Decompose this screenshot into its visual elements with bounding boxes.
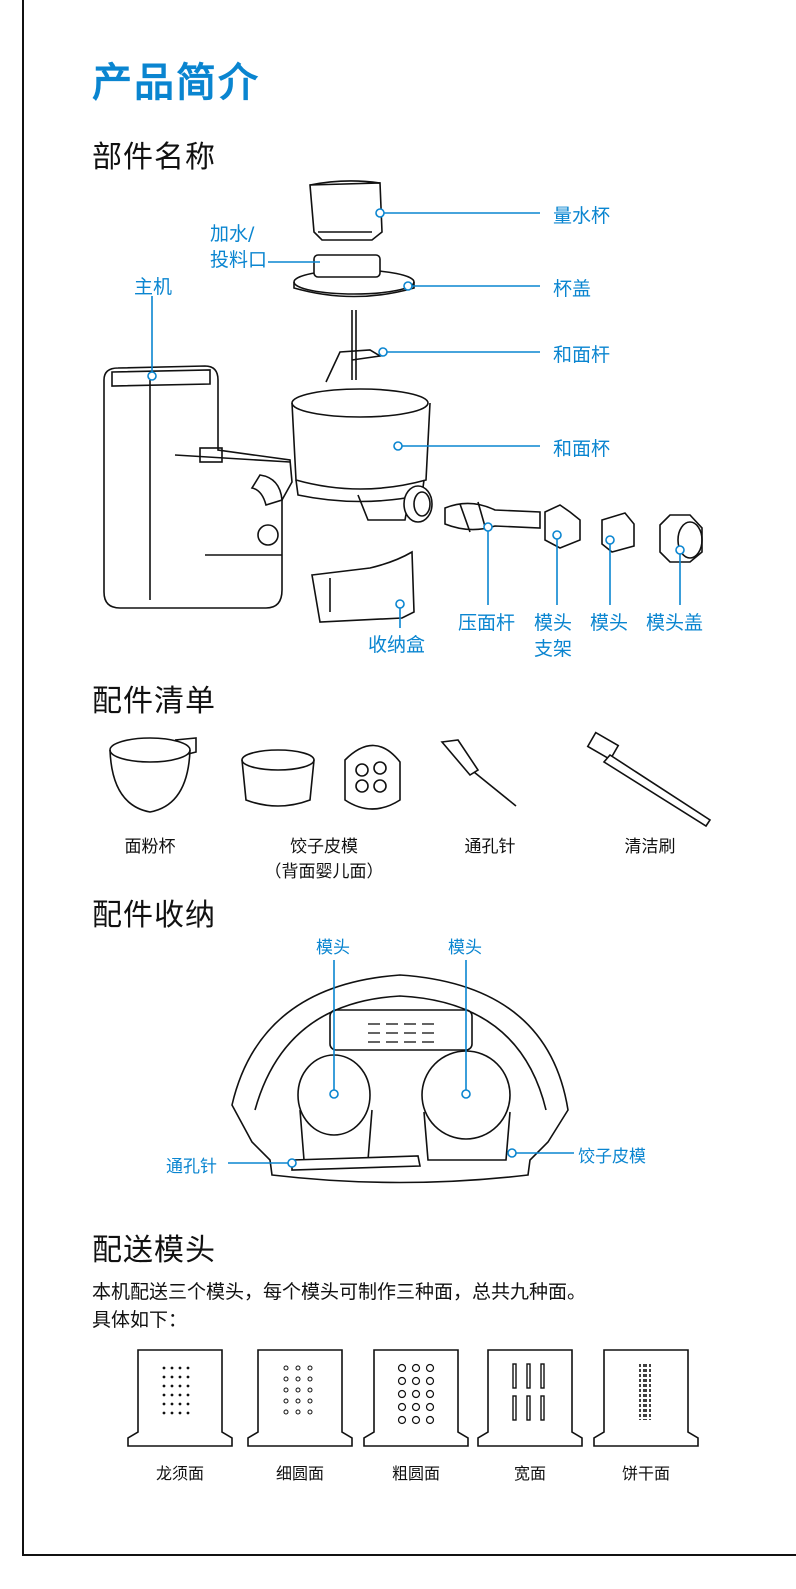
storage-label-needle: 通孔针	[166, 1157, 217, 1177]
molds-intro: 本机配送三个模头，每个模头可制作三种面，总共九种面。 具体如下：	[92, 1278, 742, 1334]
mold-drawing-xiyuan	[247, 1349, 353, 1447]
accessory-label-needle: 通孔针	[464, 837, 516, 857]
page-frame-bottom	[22, 1554, 796, 1556]
accessory-label-brush: 清洁刷	[624, 837, 676, 857]
mold-cap-drawing	[659, 514, 703, 563]
label-measure-cup: 量水杯	[553, 205, 611, 227]
page-title: 产品简介	[92, 60, 260, 106]
accessory-note-dumpling-mold: （背面婴儿面）	[264, 862, 384, 882]
accessory-label-flour-cup: 面粉杯	[124, 837, 176, 857]
measure-cup-drawing	[309, 180, 383, 241]
label-mold-holder-line1: 模头	[534, 612, 573, 634]
page-frame-left	[22, 0, 24, 1556]
press-rod-drawing	[444, 501, 541, 533]
label-inlet-line2: 投料口	[210, 249, 268, 271]
label-mold-holder-line2: 支架	[534, 638, 573, 660]
section-heading-molds: 配送模头	[92, 1233, 216, 1268]
dumpling-mold-drawing	[241, 744, 401, 810]
storage-label-mold-left: 模头	[316, 938, 350, 958]
mold-type-label-1: 龙须面	[155, 1464, 204, 1483]
section-heading-storage: 配件收纳	[92, 898, 216, 933]
molds-intro-line1: 本机配送三个模头，每个模头可制作三种面，总共九种面。	[92, 1281, 587, 1303]
mold-type-label-2: 细圆面	[275, 1464, 324, 1483]
host-drawing	[103, 365, 293, 609]
section-heading-accessories: 配件清单	[92, 684, 216, 719]
storage-label-mold-right: 模头	[448, 938, 482, 958]
label-mixing-cup: 和面杯	[553, 438, 611, 460]
label-lid: 杯盖	[553, 278, 592, 300]
mold-drawing-cuyuan	[363, 1349, 469, 1447]
mold-drawing-kuan	[477, 1349, 583, 1447]
mold-type-label-3: 粗圆面	[391, 1464, 440, 1483]
mold-drawing-longxu	[127, 1349, 233, 1447]
brush-drawing	[586, 731, 712, 828]
lid-drawing	[293, 254, 415, 298]
mold-type-label-4: 宽面	[513, 1464, 546, 1483]
mixing-rod-drawing	[325, 310, 383, 383]
flour-cup-drawing	[109, 737, 197, 813]
storage-label-dumpling-mold: 饺子皮模	[578, 1147, 646, 1167]
label-mold: 模头	[590, 612, 629, 634]
section-heading-parts: 部件名称	[92, 140, 216, 175]
label-host: 主机	[134, 276, 173, 298]
label-press-rod: 压面杆	[458, 612, 516, 634]
mixing-cup-drawing	[291, 388, 433, 523]
needle-drawing	[440, 739, 517, 807]
mold-drawing-binggan	[593, 1349, 699, 1447]
molds-intro-line2: 具体如下：	[92, 1309, 188, 1331]
label-storage-box: 收纳盒	[368, 634, 426, 656]
storage-box-drawing	[311, 550, 415, 623]
accessory-label-dumpling-mold: 饺子皮模	[290, 837, 358, 857]
label-inlet-line1: 加水/	[210, 223, 255, 245]
label-mixing-rod: 和面杆	[553, 344, 611, 366]
label-mold-cap: 模头盖	[646, 612, 704, 634]
mold-type-label-5: 饼干面	[621, 1464, 670, 1483]
